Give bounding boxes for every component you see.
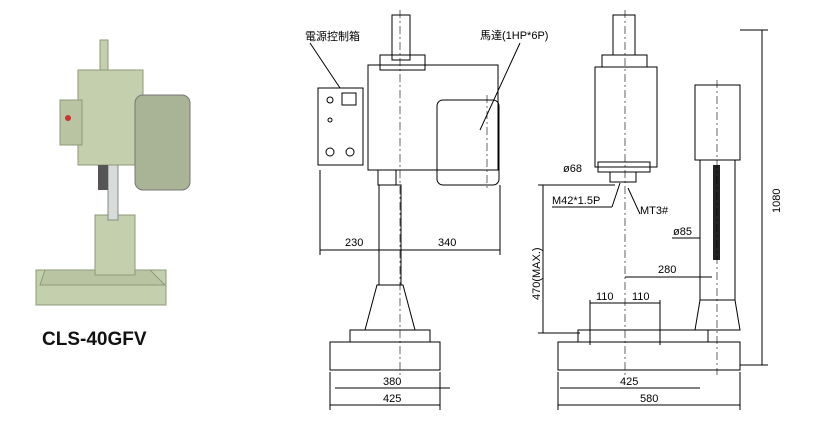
model-name: CLS-40GFV bbox=[42, 329, 147, 350]
motor-label: 馬達(1HP*6P) bbox=[480, 29, 548, 42]
dim-380: 380 bbox=[383, 376, 401, 388]
dim-470: 470(MAX.) bbox=[531, 247, 543, 300]
dim-280: 280 bbox=[658, 264, 676, 276]
dim-230: 230 bbox=[345, 237, 363, 249]
dim-110-right: 110 bbox=[632, 291, 650, 303]
dim-425-front: 425 bbox=[383, 393, 401, 405]
motor bbox=[436, 99, 500, 186]
machine-photo bbox=[35, 39, 191, 306]
dim-425-side: 425 bbox=[620, 376, 638, 388]
column-dia-label: ø85 bbox=[673, 226, 692, 238]
side-view bbox=[538, 10, 768, 410]
control-box-label: 電源控制箱 bbox=[305, 29, 360, 43]
thread-label: M42*1.5P bbox=[552, 195, 600, 207]
dim-580: 580 bbox=[640, 393, 658, 405]
control-box bbox=[317, 87, 364, 166]
dim-1080: 1080 bbox=[771, 189, 783, 213]
dim-110-left: 110 bbox=[596, 291, 614, 303]
taper-label: MT3# bbox=[640, 205, 669, 217]
spindle-dia-label: ø68 bbox=[563, 163, 582, 175]
front-view bbox=[309, 10, 521, 410]
dim-340: 340 bbox=[438, 237, 456, 249]
